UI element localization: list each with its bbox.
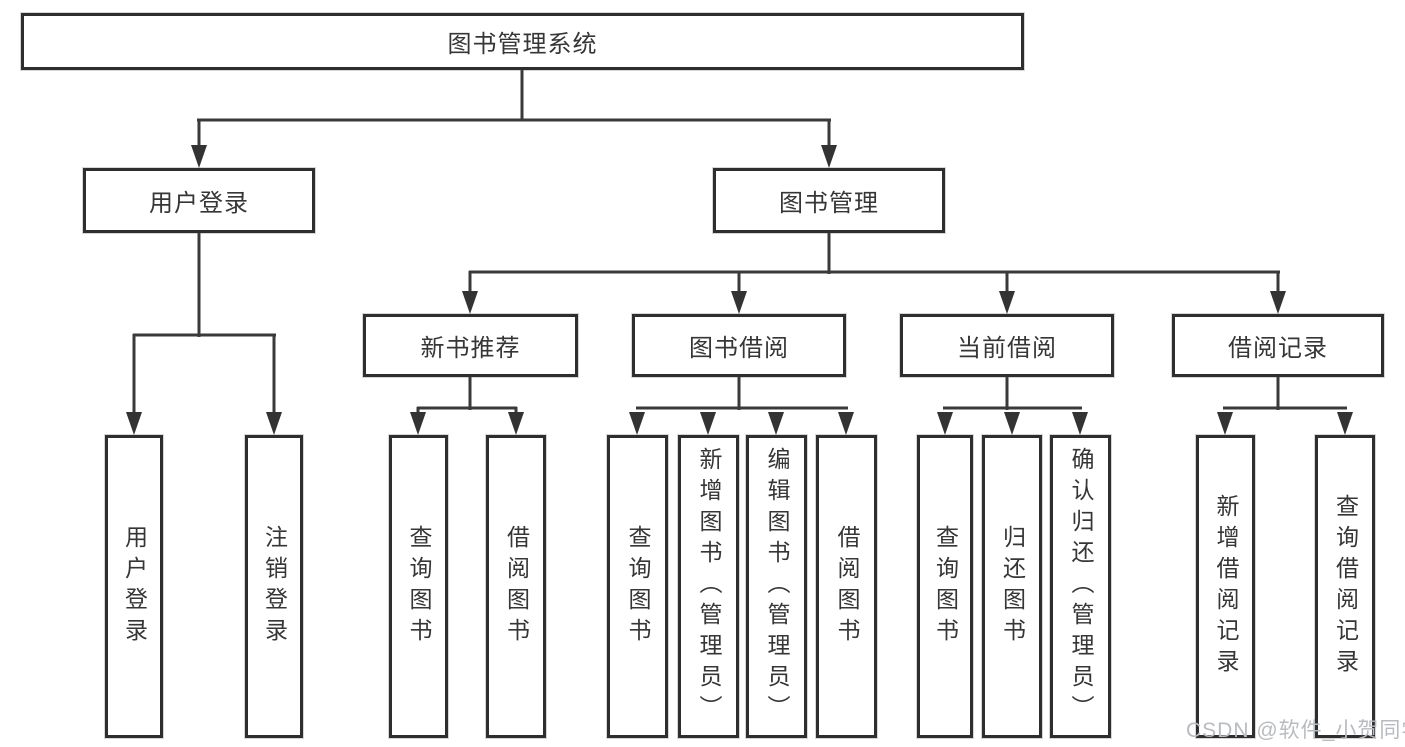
node-root-label: 图书管理系统 <box>447 31 598 58</box>
node-user-login-label: 用户登录 <box>149 190 249 217</box>
leaf-current-query-books: 查询图书 <box>917 435 973 738</box>
node-new-book-recommend: 新书推荐 <box>363 314 578 377</box>
leaf-current-confirm-return: 确认归还（管理员） <box>1050 435 1111 738</box>
leaf-records-query-record: 查询借阅记录 <box>1315 435 1375 738</box>
node-current-borrowing: 当前借阅 <box>900 314 1114 377</box>
leaf-borrowing-edit-books-label: 编辑图书（管理员） <box>764 447 790 726</box>
node-root: 图书管理系统 <box>21 13 1024 70</box>
leaf-records-add-record-label: 新增借阅记录 <box>1213 493 1239 680</box>
node-user-login: 用户登录 <box>83 168 315 233</box>
leaf-current-return-books-label: 归还图书 <box>999 524 1026 649</box>
leaf-user-login: 用户登录 <box>105 435 163 738</box>
node-current-borrowing-label: 当前借阅 <box>957 335 1057 362</box>
node-new-book-recommend-label: 新书推荐 <box>420 335 521 362</box>
leaf-current-confirm-return-label: 确认归还（管理员） <box>1068 447 1094 726</box>
leaf-logout: 注销登录 <box>245 435 303 738</box>
leaf-borrowing-query-books: 查询图书 <box>607 435 668 738</box>
leaf-recommend-borrow-books: 借阅图书 <box>486 435 546 738</box>
leaf-borrowing-borrow-books: 借阅图书 <box>816 435 877 738</box>
leaf-user-login-label: 用户登录 <box>121 524 148 649</box>
node-book-borrowing: 图书借阅 <box>632 314 846 377</box>
leaf-recommend-query-books-label: 查询图书 <box>406 524 432 649</box>
csdn-watermark: CSDN @软件_小贺同学 <box>1186 719 1405 742</box>
node-book-management: 图书管理 <box>713 168 945 233</box>
leaf-borrowing-add-books: 新增图书（管理员） <box>678 435 739 738</box>
leaf-logout-label: 注销登录 <box>261 524 288 649</box>
node-book-borrowing-label: 图书借阅 <box>689 335 789 362</box>
leaf-records-add-record: 新增借阅记录 <box>1196 435 1255 738</box>
leaf-records-query-record-label: 查询借阅记录 <box>1332 493 1359 680</box>
node-borrowing-records: 借阅记录 <box>1172 314 1384 377</box>
leaf-recommend-query-books: 查询图书 <box>389 435 448 738</box>
leaf-borrowing-add-books-label: 新增图书（管理员） <box>696 447 722 726</box>
leaf-current-return-books: 归还图书 <box>982 435 1042 738</box>
leaf-current-query-books-label: 查询图书 <box>932 524 959 649</box>
node-borrowing-records-label: 借阅记录 <box>1228 335 1328 362</box>
leaf-borrowing-edit-books: 编辑图书（管理员） <box>746 435 807 738</box>
node-book-management-label: 图书管理 <box>779 190 879 217</box>
leaf-borrowing-query-books-label: 查询图书 <box>625 524 651 649</box>
leaf-recommend-borrow-books-label: 借阅图书 <box>503 524 530 649</box>
leaf-borrowing-borrow-books-label: 借阅图书 <box>834 524 860 649</box>
